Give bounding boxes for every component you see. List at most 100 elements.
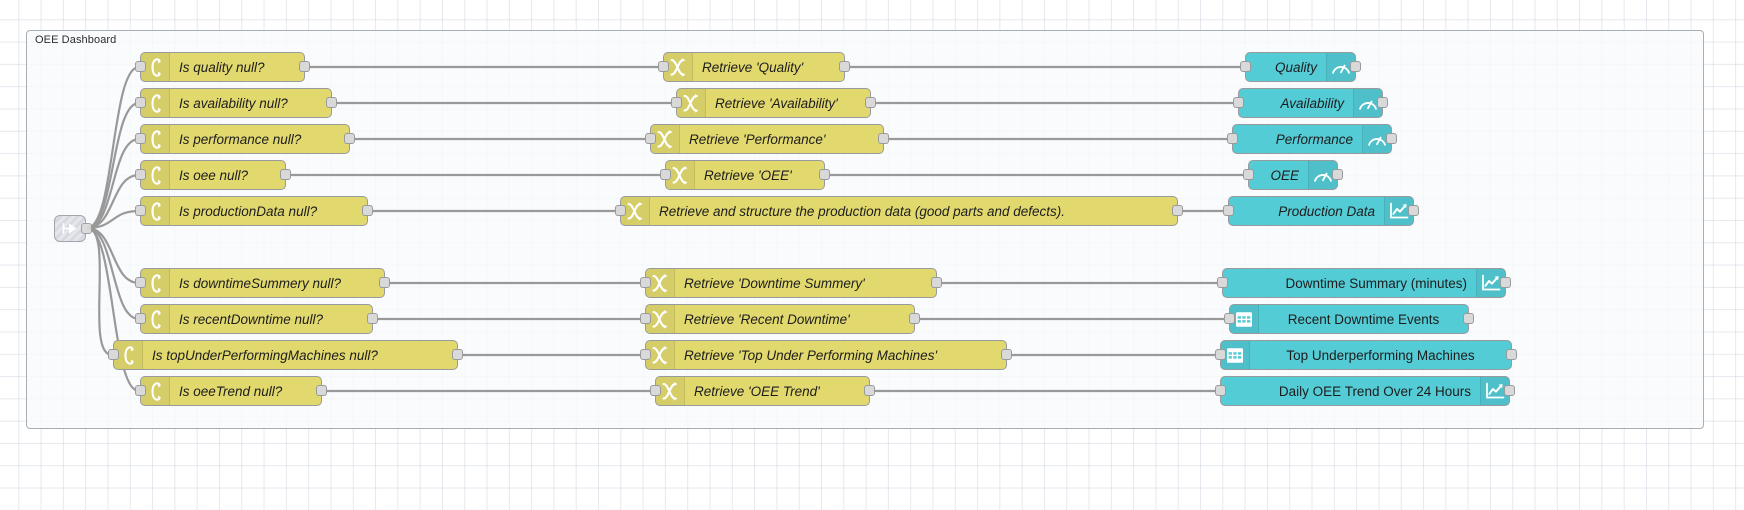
switch-node-4-input-port[interactable] (135, 205, 146, 216)
dashboard-node-5-input-port[interactable] (1217, 277, 1228, 288)
change-node-5[interactable]: Retrieve 'Downtime Summery' (640, 268, 942, 298)
switch-node-0-input-port[interactable] (135, 61, 146, 72)
dashboard-node-1-input-port[interactable] (1233, 97, 1244, 108)
dashboard-node-5[interactable]: Downtime Summary (minutes) (1217, 268, 1511, 298)
switch-node-5-output-port[interactable] (379, 277, 390, 288)
switch-node-7-label: Is topUnderPerformingMachines null? (152, 347, 378, 363)
change-node-6[interactable]: Retrieve 'Recent Downtime' (640, 304, 920, 334)
switch-node-1-output-port[interactable] (326, 97, 337, 108)
change-node-0-output-port[interactable] (839, 61, 850, 72)
dashboard-node-3[interactable]: OEE (1243, 160, 1343, 190)
change-node-3[interactable]: Retrieve 'OEE' (660, 160, 830, 190)
dashboard-node-6-output-port[interactable] (1463, 313, 1474, 324)
change-node-6-output-port[interactable] (909, 313, 920, 324)
dashboard-node-8-output-port[interactable] (1504, 385, 1515, 396)
switch-node-1[interactable]: Is availability null? (135, 88, 337, 118)
change-node-4-output-port[interactable] (1172, 205, 1183, 216)
switch-node-1-input-port[interactable] (135, 97, 146, 108)
switch-node-8[interactable]: Is oeeTrend null? (135, 376, 327, 406)
change-node-0[interactable]: Retrieve 'Quality' (658, 52, 850, 82)
switch-node-3-input-port[interactable] (135, 169, 146, 180)
switch-node-8-input-port[interactable] (135, 385, 146, 396)
link-call-output-port[interactable] (81, 222, 92, 234)
dashboard-node-0-output-port[interactable] (1350, 61, 1361, 72)
dashboard-node-8[interactable]: Daily OEE Trend Over 24 Hours (1215, 376, 1515, 406)
switch-node-5-label: Is downtimeSummery null? (179, 275, 342, 291)
change-node-6-input-port[interactable] (640, 313, 651, 324)
change-node-2-label: Retrieve 'Performance' (689, 131, 826, 147)
change-node-1-label: Retrieve 'Availability' (715, 95, 838, 111)
change-node-8-output-port[interactable] (864, 385, 875, 396)
dashboard-node-4-output-port[interactable] (1408, 205, 1419, 216)
change-node-4[interactable]: Retrieve and structure the production da… (615, 196, 1183, 226)
dashboard-node-5-output-port[interactable] (1500, 277, 1511, 288)
switch-node-2-input-port[interactable] (135, 133, 146, 144)
change-node-0-input-port[interactable] (658, 61, 669, 72)
switch-node-4[interactable]: Is productionData null? (135, 196, 373, 226)
dashboard-node-8-input-port[interactable] (1215, 385, 1226, 396)
change-node-8[interactable]: Retrieve 'OEE Trend' (650, 376, 875, 406)
dashboard-node-7-label: Top Underperforming Machines (1286, 347, 1475, 363)
dashboard-node-7-input-port[interactable] (1215, 349, 1226, 360)
switch-node-7[interactable]: Is topUnderPerformingMachines null? (108, 340, 463, 370)
dashboard-node-0[interactable]: Quality (1240, 52, 1361, 82)
switch-node-7-output-port[interactable] (452, 349, 463, 360)
dashboard-node-1-label: Availability (1280, 95, 1344, 111)
dashboard-node-1-output-port[interactable] (1377, 97, 1388, 108)
switch-node-0-output-port[interactable] (299, 61, 310, 72)
table-icon-holder (1221, 341, 1250, 369)
switch-node-0[interactable]: Is quality null? (135, 52, 310, 82)
link-call-node[interactable] (54, 215, 92, 242)
dashboard-node-4-input-port[interactable] (1223, 205, 1234, 216)
switch-node-2[interactable]: Is performance null? (135, 124, 355, 154)
dashboard-node-4[interactable]: Production Data (1223, 196, 1419, 226)
dashboard-node-3-output-port[interactable] (1332, 169, 1343, 180)
change-node-5-output-port[interactable] (931, 277, 942, 288)
change-node-2[interactable]: Retrieve 'Performance' (645, 124, 889, 154)
change-node-3-output-port[interactable] (819, 169, 830, 180)
switch-node-3-output-port[interactable] (280, 169, 291, 180)
switch-node-5[interactable]: Is downtimeSummery null? (135, 268, 390, 298)
dashboard-node-2-input-port[interactable] (1227, 133, 1238, 144)
dashboard-node-7-output-port[interactable] (1506, 349, 1517, 360)
change-node-3-input-port[interactable] (660, 169, 671, 180)
change-node-5-input-port[interactable] (640, 277, 651, 288)
chart-icon (1486, 382, 1505, 399)
switch-node-6-input-port[interactable] (135, 313, 146, 324)
link-call-icon (62, 222, 76, 235)
switch-node-5-input-port[interactable] (135, 277, 146, 288)
dashboard-node-2[interactable]: Performance (1227, 124, 1397, 154)
dashboard-node-2-output-port[interactable] (1386, 133, 1397, 144)
switch-node-7-input-port[interactable] (108, 349, 119, 360)
change-icon (651, 273, 668, 293)
change-node-7-output-port[interactable] (1001, 349, 1012, 360)
change-node-7-input-port[interactable] (640, 349, 651, 360)
chart-icon (1390, 202, 1409, 219)
change-node-1-output-port[interactable] (865, 97, 876, 108)
switch-node-8-output-port[interactable] (316, 385, 327, 396)
dashboard-node-7[interactable]: Top Underperforming Machines (1215, 340, 1517, 370)
switch-node-4-output-port[interactable] (362, 205, 373, 216)
dashboard-node-3-input-port[interactable] (1243, 169, 1254, 180)
change-node-8-input-port[interactable] (650, 385, 661, 396)
switch-node-6[interactable]: Is recentDowntime null? (135, 304, 378, 334)
change-node-1-input-port[interactable] (671, 97, 682, 108)
dashboard-node-0-label: Quality (1274, 59, 1317, 75)
switch-node-2-output-port[interactable] (344, 133, 355, 144)
gauge-icon (1314, 172, 1332, 182)
switch-icon (150, 93, 161, 113)
switch-node-3[interactable]: Is oee null? (135, 160, 291, 190)
dashboard-node-6[interactable]: Recent Downtime Events (1224, 304, 1474, 334)
dashboard-node-6-input-port[interactable] (1224, 313, 1235, 324)
change-node-7[interactable]: Retrieve 'Top Under Performing Machines' (640, 340, 1012, 370)
dashboard-node-0-input-port[interactable] (1240, 61, 1251, 72)
change-node-1[interactable]: Retrieve 'Availability' (671, 88, 876, 118)
change-node-4-input-port[interactable] (615, 205, 626, 216)
dashboard-node-1[interactable]: Availability (1233, 88, 1388, 118)
change-node-2-output-port[interactable] (878, 133, 889, 144)
change-icon (669, 57, 686, 77)
switch-node-1-label: Is availability null? (179, 95, 288, 111)
change-node-2-input-port[interactable] (645, 133, 656, 144)
switch-node-6-output-port[interactable] (367, 313, 378, 324)
